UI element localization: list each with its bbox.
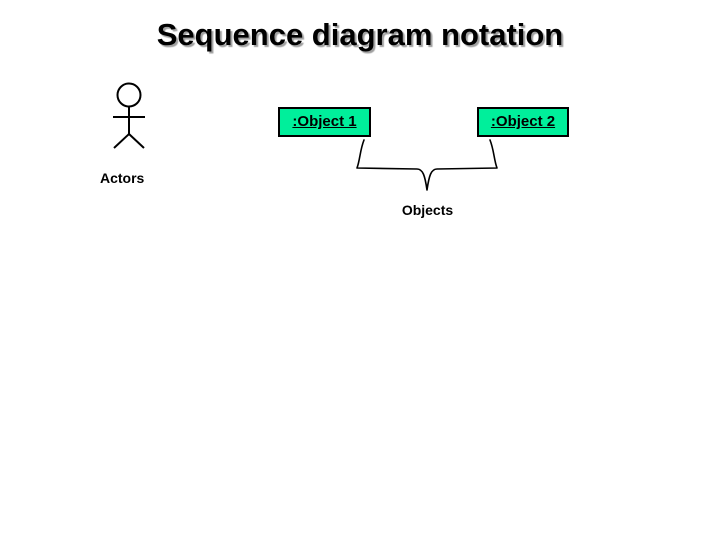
curly-brace-down-icon bbox=[355, 138, 500, 194]
object-box-2[interactable]: :Object 2 bbox=[477, 107, 569, 137]
object-box-1[interactable]: :Object 1 bbox=[278, 107, 371, 137]
stick-figure-actor-icon bbox=[100, 78, 166, 156]
actors-label: Actors bbox=[100, 170, 145, 186]
objects-label: Objects bbox=[401, 202, 454, 218]
page-title: Sequence diagram notation bbox=[156, 17, 564, 52]
